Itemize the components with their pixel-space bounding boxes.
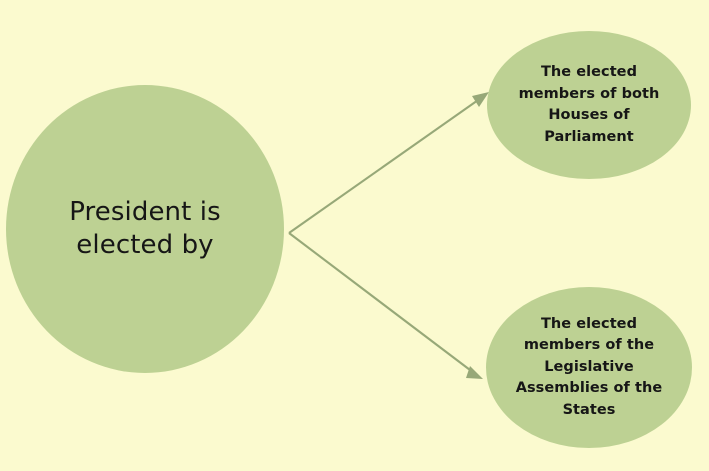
node-president-is-elected-by: President is elected by	[6, 85, 284, 373]
node-parliament-label: The elected members of both Houses of Pa…	[518, 64, 660, 145]
arrow-to-assemblies-head	[466, 366, 483, 379]
arrow-to-assemblies	[288, 232, 483, 379]
arrow-to-parliament-line	[288, 97, 482, 234]
node-elected-members-of-parliament: The elected members of both Houses of Pa…	[487, 31, 691, 179]
node-elected-members-of-legislative-assemblies: The elected members of the Legislative A…	[486, 287, 692, 448]
arrow-to-assemblies-line	[288, 232, 475, 374]
node-assemblies-label: The elected members of the Legislative A…	[515, 315, 663, 418]
arrow-to-parliament	[288, 92, 489, 234]
node-president-label: President is elected by	[69, 197, 221, 260]
